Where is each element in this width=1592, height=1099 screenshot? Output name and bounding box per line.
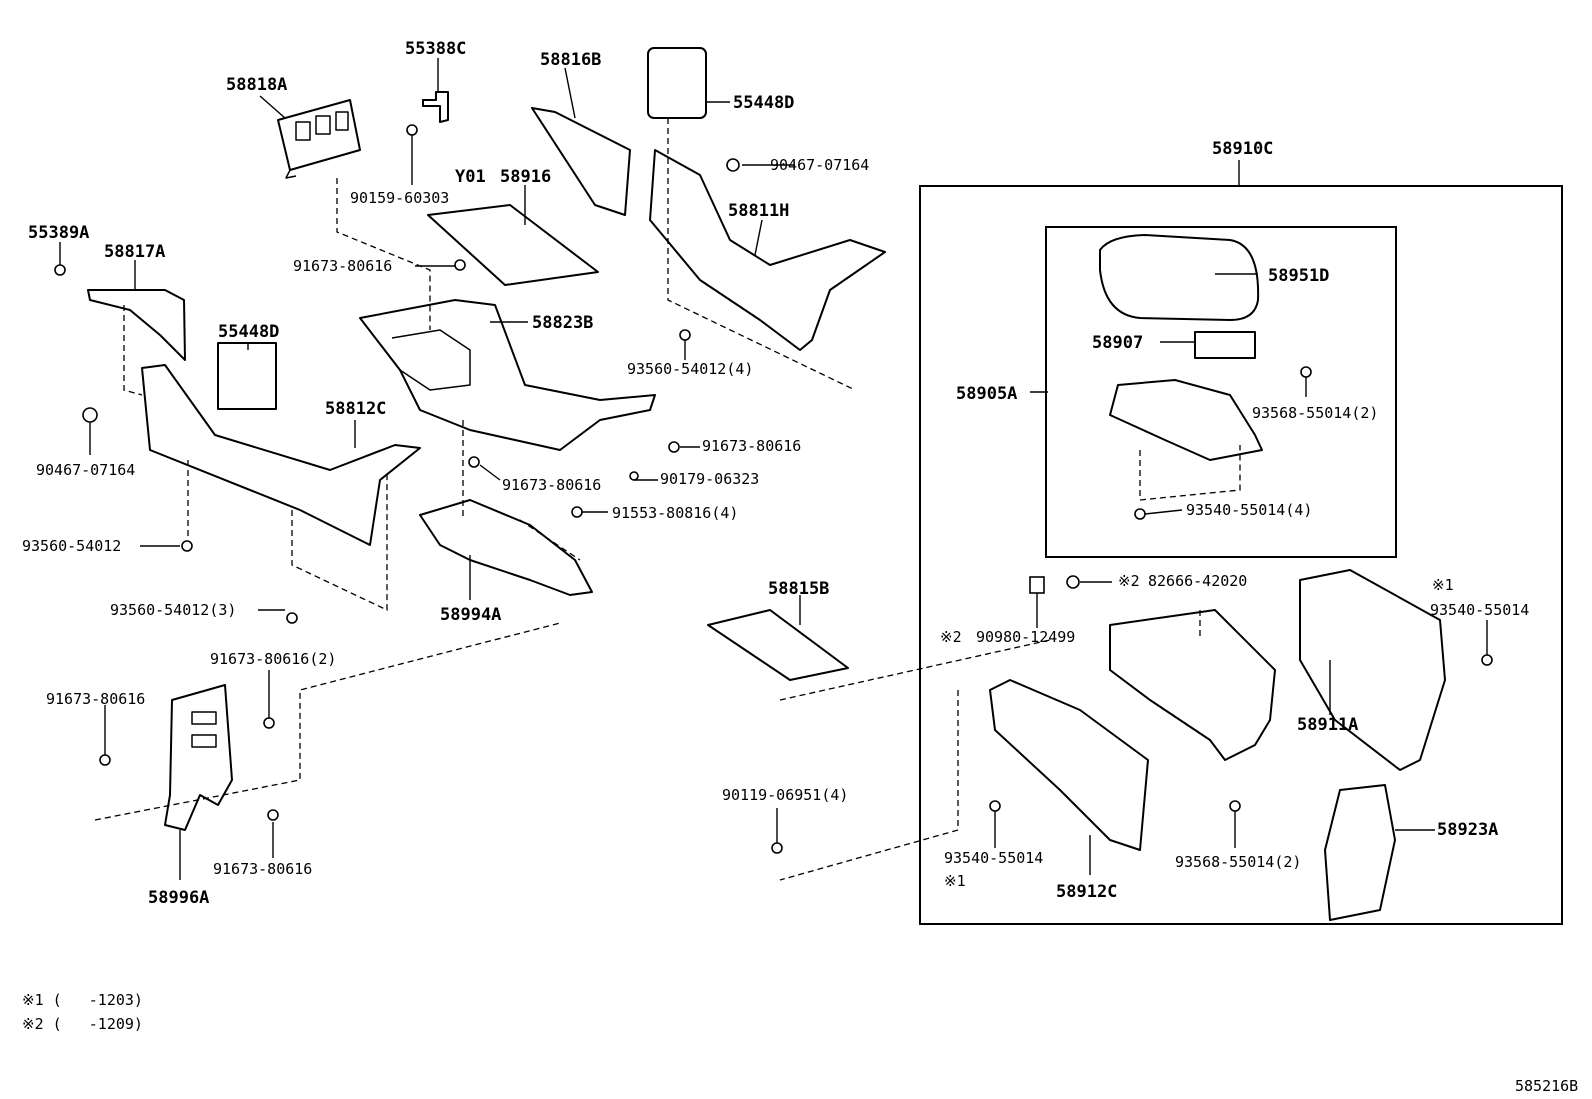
label-58818A: 58818A	[226, 75, 287, 95]
label-55389A: 55389A	[28, 223, 89, 243]
label-58911A: 58911A	[1297, 715, 1358, 735]
part-55388C-shape	[422, 91, 449, 123]
part-58910C-box-shape	[1109, 609, 1276, 761]
label-82666-42020: 82666-42020	[1148, 572, 1247, 590]
label-58816B: 58816B	[540, 50, 601, 70]
label-55388C: 55388C	[405, 39, 466, 59]
part-58816B-shape	[531, 107, 631, 216]
label-58812C: 58812C	[325, 399, 386, 419]
mark-1-right: ※1	[1432, 576, 1454, 594]
label-93560-54012-3: 93560-54012(3)	[110, 601, 236, 619]
label-58815B: 58815B	[768, 579, 829, 599]
part-58911A-shape	[1299, 569, 1446, 771]
label-58951D: 58951D	[1268, 266, 1329, 286]
part-58923A-shape	[1324, 784, 1396, 921]
part-58907-shape	[1194, 331, 1256, 359]
label-93540-55014-b: 93540-55014	[944, 849, 1043, 867]
part-58916-shape	[427, 204, 599, 286]
label-91673-80616-d: 91673-80616	[46, 690, 145, 708]
assembly-frame-outer	[919, 185, 1563, 925]
part-labels: 55388C 58816B 55448D 58818A 90467-07164 …	[22, 39, 1529, 908]
mark-2-b: ※2	[940, 628, 962, 646]
assembly-dash-lines	[94, 118, 1241, 881]
label-58910C: 58910C	[1212, 139, 1273, 159]
part-58811H-shape	[649, 149, 886, 351]
label-58923A: 58923A	[1437, 820, 1498, 840]
part-58812C-shape	[141, 364, 421, 546]
label-93560-54012: 93560-54012	[22, 537, 121, 555]
label-Y01: Y01	[455, 167, 486, 187]
label-58907: 58907	[1092, 333, 1143, 353]
label-55448D-top: 55448D	[733, 93, 794, 113]
label-93560-54012-4: 93560-54012(4)	[627, 360, 753, 378]
label-93568-55014-2-bot: 93568-55014(2)	[1175, 853, 1301, 871]
mark-1-bottom: ※1	[944, 872, 966, 890]
part-58994A-shape	[419, 499, 593, 596]
label-91673-80616-b: 91673-80616	[702, 437, 801, 455]
label-90159-60303: 90159-60303	[350, 189, 449, 207]
label-90980-12499: 90980-12499	[976, 628, 1075, 646]
label-58996A: 58996A	[148, 888, 209, 908]
label-91673-80616-2: 91673-80616(2)	[210, 650, 336, 668]
label-93540-55014-4: 93540-55014(4)	[1186, 501, 1312, 519]
label-93568-55014-2-top: 93568-55014(2)	[1252, 404, 1378, 422]
label-90179-06323: 90179-06323	[660, 470, 759, 488]
part-55448D-mid-shape	[217, 342, 277, 410]
label-58823B: 58823B	[532, 313, 593, 333]
leader-lines	[59, 58, 1488, 880]
label-58817A: 58817A	[104, 242, 165, 262]
label-91673-80616-a: 91673-80616	[293, 257, 392, 275]
part-55448D-top-shape	[647, 47, 707, 119]
part-58817A-shape	[87, 289, 186, 361]
label-91673-80616-c: 91673-80616	[502, 476, 601, 494]
part-58912C-shape	[989, 679, 1149, 851]
label-91673-80616-e: 91673-80616	[213, 860, 312, 878]
label-90119-06951-4: 90119-06951(4)	[722, 786, 848, 804]
fasteners	[54, 124, 1493, 854]
part-58823B-shape	[359, 299, 656, 451]
part-58815B-shape	[707, 609, 849, 681]
label-58994A: 58994A	[440, 605, 501, 625]
label-58916: 58916	[500, 167, 551, 187]
part-58951D-shape	[1099, 234, 1260, 321]
part-58818A-shape	[277, 99, 361, 179]
label-58905A: 58905A	[956, 384, 1017, 404]
note-1: ※1 ( -1203)	[22, 991, 143, 1009]
label-90467-07164-top: 90467-07164	[770, 156, 869, 174]
label-55448D-mid: 55448D	[218, 322, 279, 342]
label-58912C: 58912C	[1056, 882, 1117, 902]
diagram-ref-number: 585216B	[1515, 1077, 1578, 1095]
label-93540-55014-r: 93540-55014	[1430, 601, 1529, 619]
label-91553-80816-4: 91553-80816(4)	[612, 504, 738, 522]
part-58905A-shape	[1109, 379, 1263, 461]
mark-2-a: ※2	[1118, 572, 1140, 590]
note-2: ※2 ( -1209)	[22, 1015, 143, 1033]
label-58811H: 58811H	[728, 201, 789, 221]
label-90467-07164-left: 90467-07164	[36, 461, 135, 479]
part-58996A-shape	[164, 684, 233, 831]
